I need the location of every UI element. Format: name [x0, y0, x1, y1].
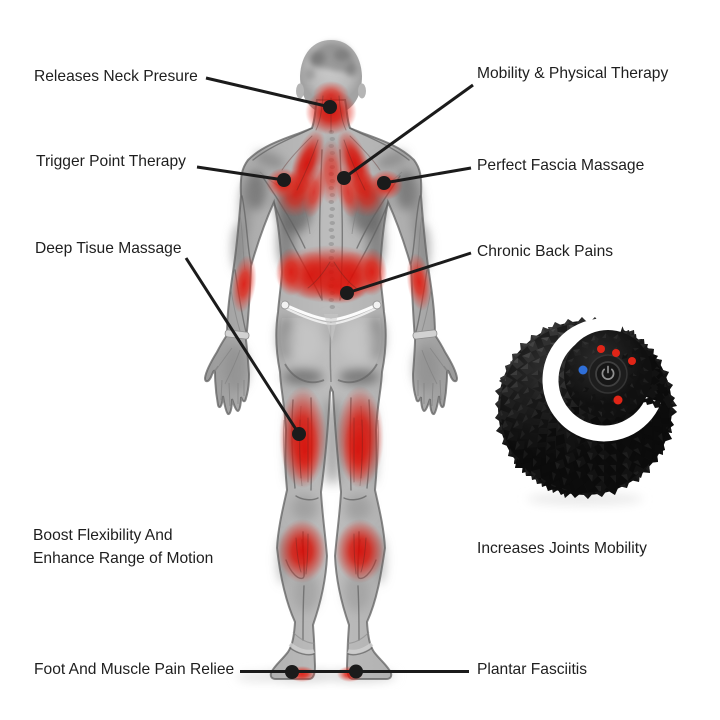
label-mobility-physical-therapy: Mobility & Physical Therapy: [477, 65, 669, 82]
ball-rim-spikes: [495, 317, 677, 499]
callout-dot-foot-left: [285, 665, 299, 679]
label-perfect-fascia-massage: Perfect Fascia Massage: [477, 157, 645, 174]
label-foot-muscle-pain-relief: Foot And Muscle Pain Reliee: [34, 661, 235, 678]
callout-dot-shoulder-left: [277, 173, 291, 187]
callout-lines: [184, 76, 474, 679]
callout-dot-lowback: [340, 286, 354, 300]
label-increases-joints-mobility: Increases Joints Mobility: [477, 540, 647, 557]
ball-leds: [578, 345, 636, 405]
label-boost-flexibility-line1: Boost Flexibility And: [33, 527, 173, 544]
label-plantar-fasciitis: Plantar Fasciitis: [477, 661, 588, 678]
callout-line-deep: [184, 257, 301, 435]
callout-line-releases: [205, 76, 331, 109]
callout-line-chronic: [346, 251, 472, 295]
callout-line-fascia: [383, 166, 472, 185]
callout-dot-hamstring: [292, 427, 306, 441]
callout-line-trigger: [196, 165, 285, 182]
label-deep-tissue-massage: Deep Tisue Massage: [35, 240, 182, 257]
massage-ball: [495, 317, 677, 505]
label-chronic-back-pains: Chronic Back Pains: [477, 243, 614, 260]
callout-dot-spine: [337, 171, 351, 185]
callout-dot-shoulder-right: [377, 176, 391, 190]
label-releases-neck-pressure: Releases Neck Presure: [34, 68, 198, 85]
power-button-icon: [601, 365, 615, 380]
figure-details: [211, 300, 451, 654]
label-boost-flexibility-line2: Enhance Range of Motion: [33, 550, 214, 567]
label-trigger-point-therapy: Trigger Point Therapy: [36, 153, 186, 170]
callout-line-mobility: [343, 83, 474, 180]
callout-dot-neck: [323, 100, 337, 114]
figure: [203, 40, 459, 682]
callout-dot-foot-right: [349, 664, 363, 679]
